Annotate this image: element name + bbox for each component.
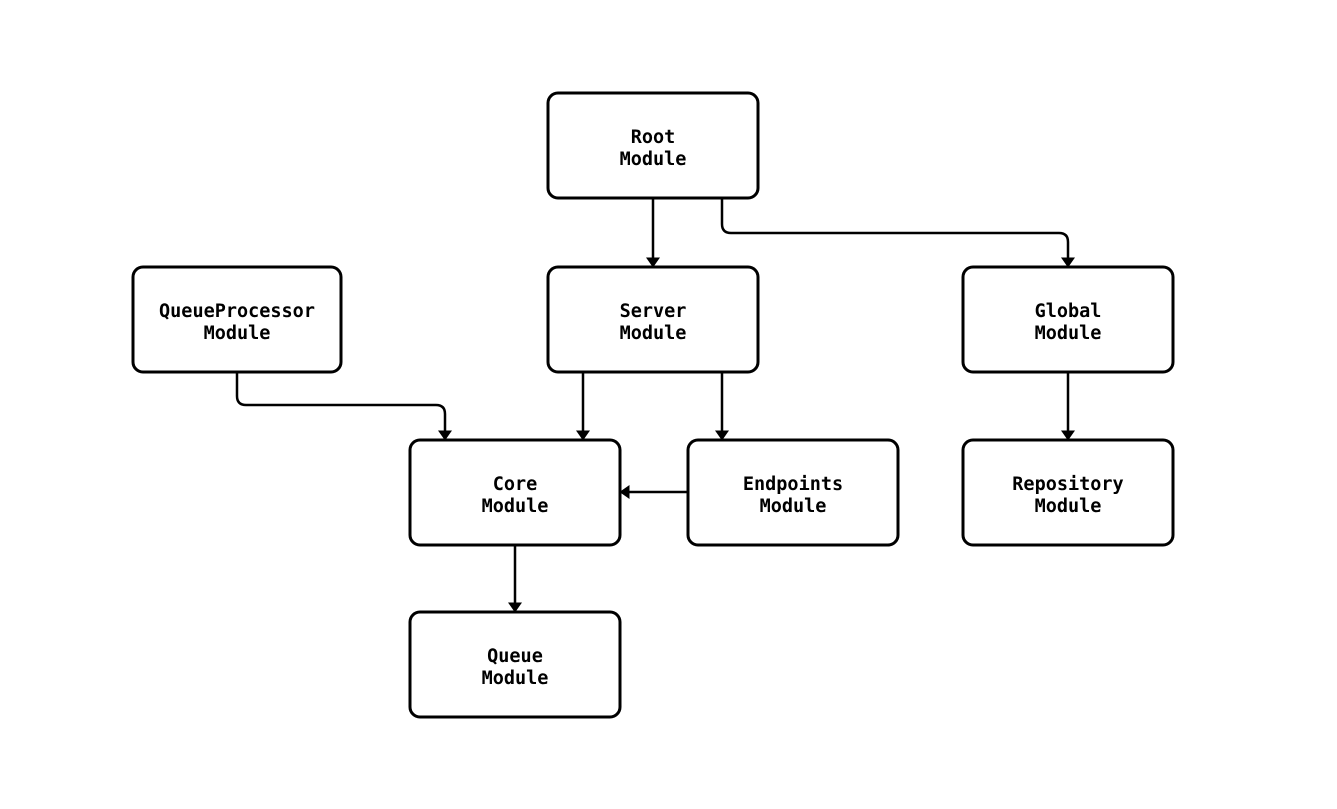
- node-queue-box: [408, 610, 622, 719]
- edge-root-to-global: [720, 198, 1075, 268]
- node-core-box: [408, 438, 622, 547]
- node-repository-box: [961, 438, 1175, 547]
- node-queueprocessor-box: [131, 265, 343, 374]
- node-root-box: [546, 91, 760, 200]
- node-global-box: [961, 265, 1175, 374]
- node-server-box: [546, 265, 760, 374]
- node-endpoints-box: [686, 438, 900, 547]
- edge-queueprocessor-to-core: [235, 372, 452, 441]
